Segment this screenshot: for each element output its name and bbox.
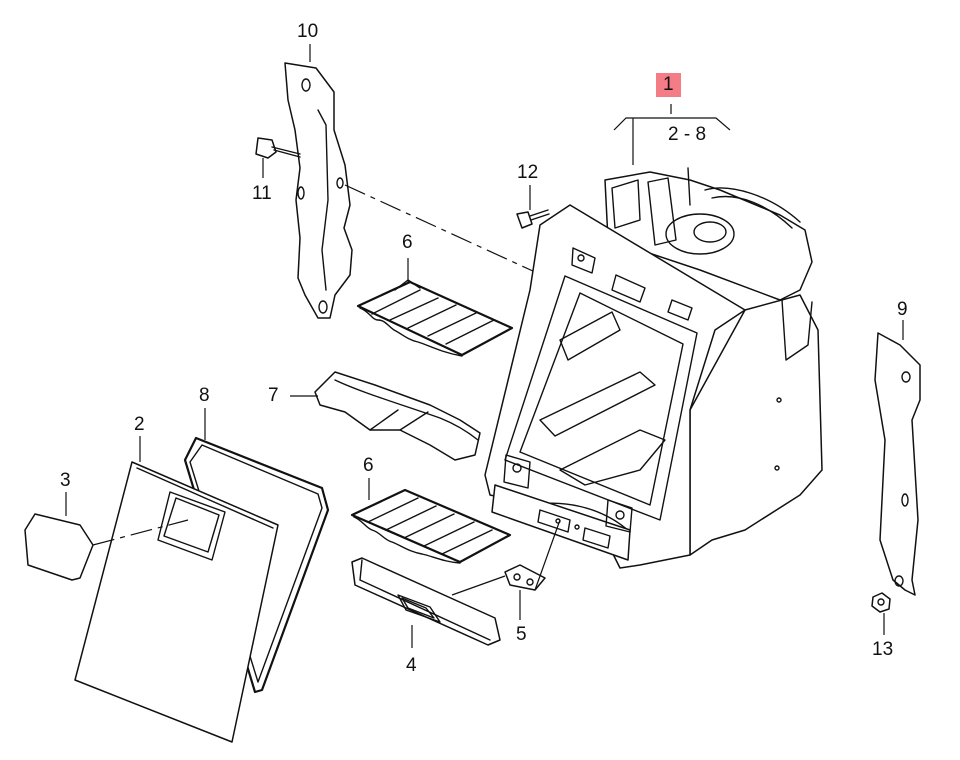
part-8-seal-frame bbox=[183, 436, 330, 694]
callout-11: 11 bbox=[252, 183, 272, 204]
callout-4: 4 bbox=[406, 655, 417, 676]
callout-2-8: 2 - 8 bbox=[668, 124, 707, 145]
leader-dash-cap-to-panel bbox=[92, 519, 189, 546]
part-2-cover-panel bbox=[74, 461, 279, 743]
leader-dash-bracket-to-frame bbox=[344, 184, 536, 273]
part-6-wire-mat-lower bbox=[350, 488, 512, 564]
callout-13: 13 bbox=[872, 639, 894, 660]
part-5-clip bbox=[504, 564, 546, 591]
part-4-handle-trim bbox=[351, 557, 501, 646]
callout-leaders bbox=[65, 44, 904, 648]
callout-5: 5 bbox=[516, 624, 527, 645]
part-6-wire-mat-upper bbox=[356, 279, 514, 357]
part-3-cap bbox=[24, 513, 94, 581]
part-13-nut bbox=[871, 592, 891, 613]
callout-10: 10 bbox=[297, 21, 319, 42]
callout-3: 3 bbox=[60, 470, 71, 491]
part-9-right-bracket bbox=[874, 332, 921, 596]
callout-6-lower: 6 bbox=[363, 455, 374, 476]
callout-6-upper: 6 bbox=[402, 232, 413, 253]
callout-9: 9 bbox=[897, 299, 908, 320]
part-7-cushion-pad bbox=[314, 371, 481, 461]
part-10-left-bracket bbox=[284, 62, 353, 319]
callout-12: 12 bbox=[517, 162, 539, 183]
callout-1-highlighted: 1 bbox=[656, 73, 681, 97]
part-11-bolt bbox=[255, 137, 301, 159]
callout-8: 8 bbox=[199, 385, 210, 406]
callout-2: 2 bbox=[134, 414, 145, 435]
callout-7: 7 bbox=[268, 385, 279, 406]
part-12-screw bbox=[516, 209, 550, 229]
part-1-seat-frame bbox=[484, 167, 823, 569]
